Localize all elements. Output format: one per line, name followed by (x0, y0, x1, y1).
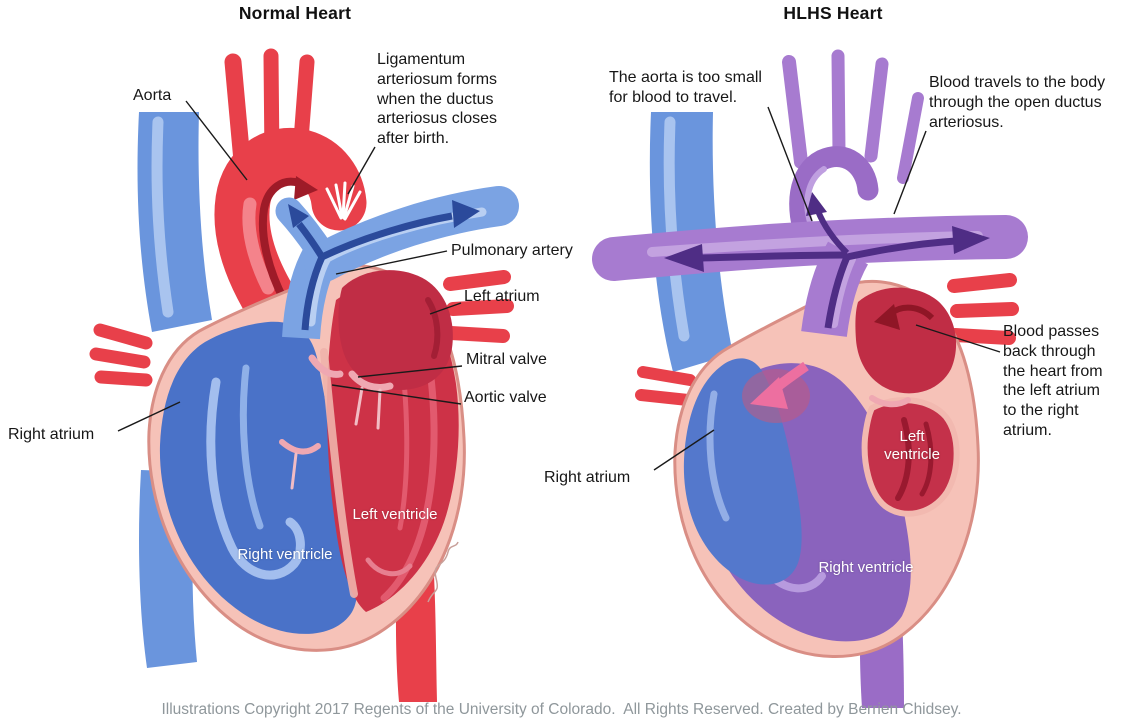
label-right-atrium-normal: Right atrium (8, 426, 95, 443)
ductus-leader (893, 130, 927, 215)
ligamentum-leader (347, 146, 376, 195)
aorta-flow-arrow (258, 177, 301, 302)
pulmonary-artery-leader (335, 250, 448, 275)
normal-heart-figure (89, 48, 519, 702)
label-aorta: Aorta (133, 87, 172, 104)
label-left-ventricle-normal: Left ventricle (352, 506, 438, 523)
aorta-leader (185, 100, 248, 181)
mitral-valve-leader (357, 365, 463, 378)
left-atrium-chamber (338, 270, 453, 390)
label-backflow: Blood passes back through the heart from… (1003, 323, 1103, 440)
hlhs-pulmonary-vein-stubs-left (635, 366, 696, 406)
artist-signature (427, 541, 459, 603)
copyright-footer: Illustrations Copyright 2017 Regents of … (161, 701, 962, 718)
label-right-ventricle-hlhs: Right ventricle (818, 559, 914, 576)
label-left-atrium: Left atrium (464, 288, 540, 305)
right-pulmonary-veins (89, 323, 153, 387)
label-left-ventricle-hlhs: Left ventricle (884, 428, 940, 463)
left-pulmonary-veins (443, 270, 514, 343)
hlhs-arch-branches (782, 49, 924, 184)
pulmonary-flow-arrow (301, 255, 326, 331)
label-small-aorta: The aorta is too small for blood to trav… (609, 69, 762, 106)
label-aortic-valve: Aortic valve (464, 389, 547, 406)
hlhs-small-aorta (789, 146, 879, 251)
right-atrium-leader (117, 401, 181, 432)
backflow-leader (915, 324, 1001, 353)
hlhs-pulmonary-vein-stubs-right (947, 273, 1019, 345)
label-pulmonary-artery: Pulmonary artery (451, 242, 573, 259)
left-atrium-leader (429, 302, 462, 315)
ligamentum-arteriosum (325, 181, 362, 221)
small-aorta-leader (767, 106, 813, 222)
superior-vena-cava (137, 112, 212, 332)
label-ductus: Blood travels to the body through the op… (929, 74, 1106, 131)
label-ligamentum: Ligamentum arteriosum forms when the duc… (377, 51, 498, 148)
hlhs-right-atrium-leader (653, 429, 715, 471)
aortic-valve-leader (331, 384, 462, 405)
hlhs-heart-figure (592, 49, 1028, 708)
hlhs-heart-title: HLHS Heart (783, 3, 883, 23)
label-right-ventricle-normal: Right ventricle (237, 546, 333, 563)
leader-lines (117, 100, 1001, 471)
hlhs-flow-arrow (824, 255, 851, 329)
septum (320, 348, 358, 598)
aortic-valve-shape (308, 354, 344, 378)
tricuspid-valve-shape (279, 439, 321, 455)
label-right-atrium-hlhs: Right atrium (544, 469, 631, 486)
label-mitral-valve: Mitral valve (466, 351, 547, 368)
mitral-valve-shape (348, 370, 394, 391)
normal-heart-title: Normal Heart (238, 3, 352, 23)
